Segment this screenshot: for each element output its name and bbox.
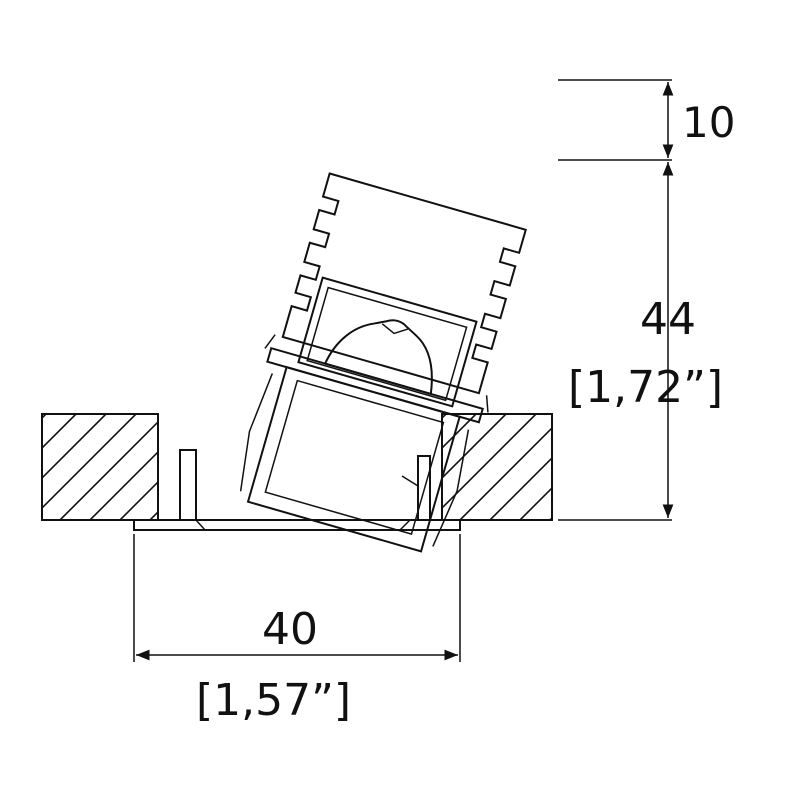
dim-width-label: 40 [262,604,318,655]
ceiling-right [441,413,553,521]
dim-top-offset-label: 10 [682,98,735,147]
dim-height-imperial-label: [1,72”] [568,362,723,413]
dim-height-label: 44 [640,294,696,345]
luminaire [239,172,527,553]
dim-width-imperial-label: [1,57”] [196,675,351,726]
dimension-horizontal: 40 [1,57”] [133,534,461,726]
trim-frame [133,449,461,531]
lamp-housing [297,276,478,408]
heat-sink [281,172,527,395]
body-box [246,365,461,553]
dimension-vertical: 10 44 [1,72”] [558,79,735,521]
lamp-reflector [323,319,433,396]
clamp-ring [266,346,484,424]
ceiling-left [41,413,159,521]
